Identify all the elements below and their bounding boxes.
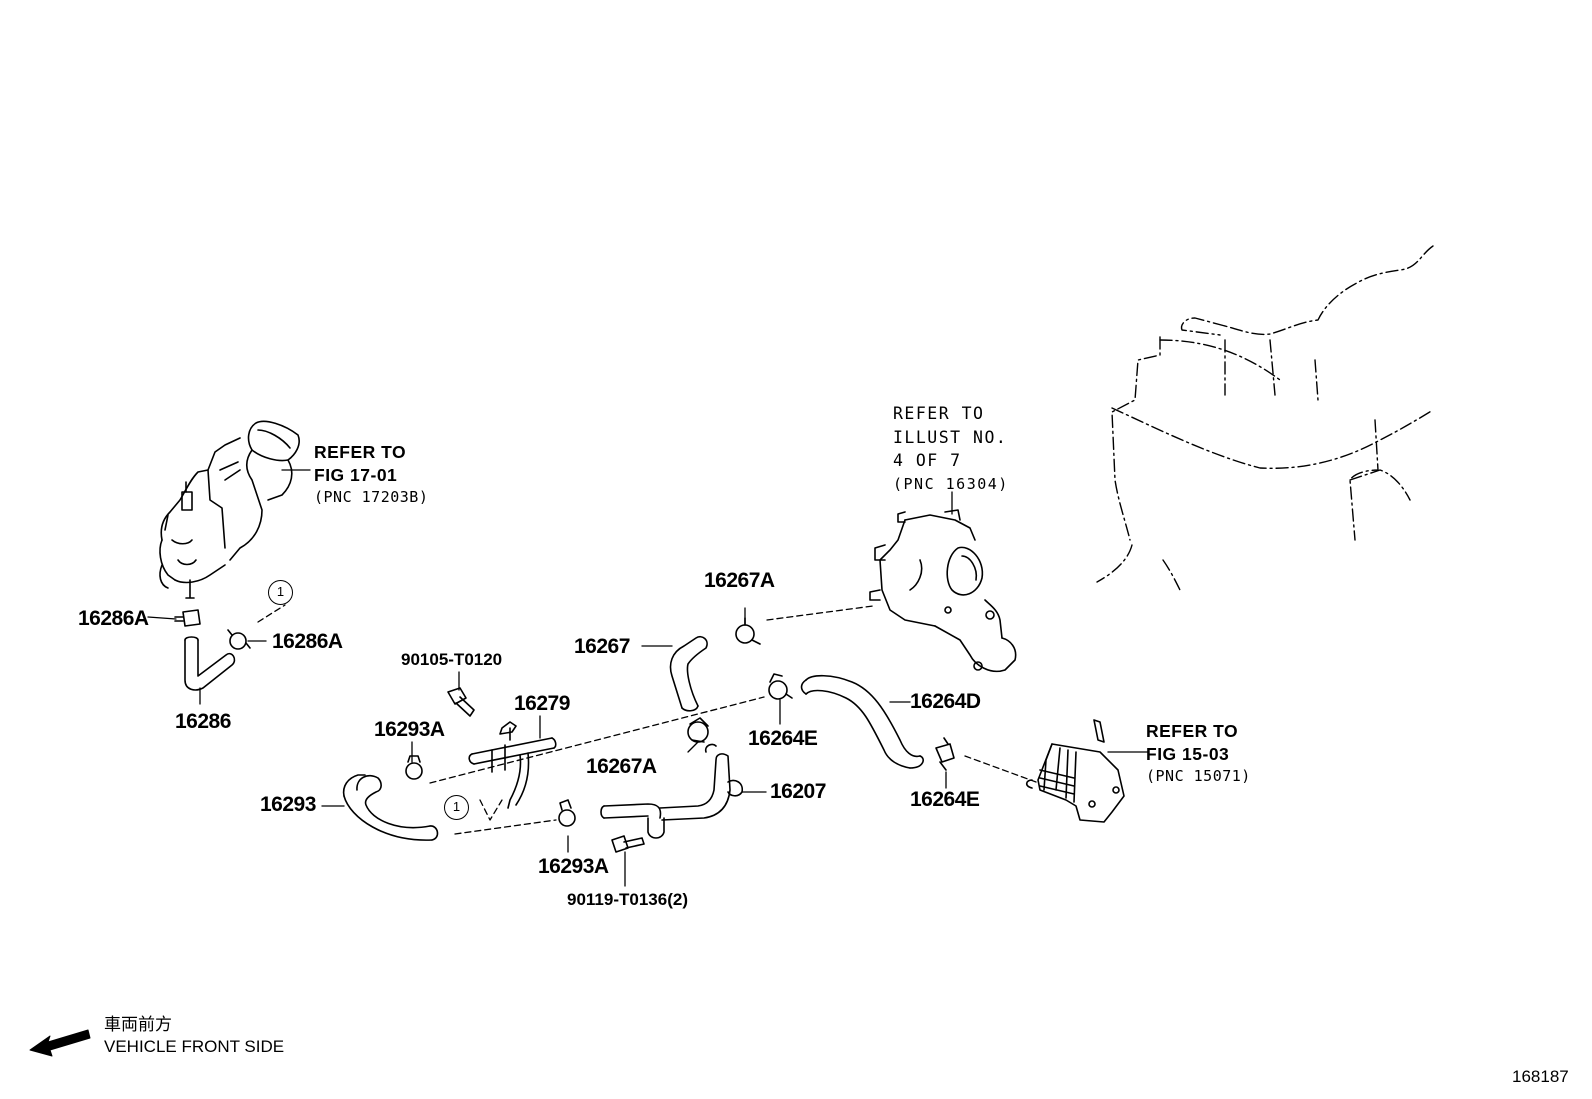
callout-16293A-lower: 16293A: [538, 855, 609, 878]
reference-line: REFER TO: [314, 442, 407, 462]
clamp-16286A-right-icon: [227, 629, 251, 650]
hose-16286: [184, 636, 236, 691]
clamp-16293A-lower-icon: [558, 799, 576, 827]
reference-fig-17-01: REFER TO FIG 17-01 (PNC 17203B): [314, 441, 428, 509]
reference-line: REFER TO: [1146, 721, 1239, 741]
connection-lines: [257, 604, 1037, 835]
reference-line: FIG 15-03: [1146, 743, 1230, 764]
callout-16293: 16293: [260, 793, 316, 816]
clamp-16264E-lower-icon: [935, 737, 955, 771]
callout-16286: 16286: [175, 710, 231, 733]
clamp-16286A-left-icon: [174, 609, 201, 627]
engine-block-outline: [1096, 245, 1434, 591]
pipe-16279: [468, 721, 557, 809]
hose-16264D: [800, 674, 924, 769]
reference-illust-4-of-7: REFER TO ILLUST NO. 4 OF 7 (PNC 16304): [893, 402, 1009, 496]
hose-16293: [342, 774, 439, 841]
callout-16267A-upper: 16267A: [704, 569, 775, 592]
callout-16207: 16207: [770, 780, 826, 803]
circle-marker-1-upper: 1: [268, 580, 293, 605]
air-intake-assembly: [159, 420, 300, 599]
callout-16264E-lower: 16264E: [910, 788, 980, 811]
callout-16267A-lower: 16267A: [586, 755, 657, 778]
clamp-16267A-upper-icon: [735, 617, 761, 645]
clamp-16293A-upper-icon: [405, 755, 423, 780]
hose-16267: [669, 635, 708, 712]
pipe-16207: [600, 743, 744, 839]
vehicle-front-label: 車両前方 VEHICLE FRONT SIDE: [104, 1014, 284, 1058]
leader-lines: [147, 469, 1149, 887]
reference-line: 4 OF 7: [893, 451, 962, 470]
water-outlet-housing: [869, 509, 1017, 673]
reference-line: (PNC 16304): [893, 474, 1009, 493]
callout-16279: 16279: [514, 692, 570, 715]
clamp-16267A-lower-icon: [687, 717, 709, 743]
reference-fig-15-03: REFER TO FIG 15-03 (PNC 15071): [1146, 720, 1251, 788]
callout-16264D: 16264D: [910, 690, 981, 713]
bolt-90119-T0136-icon: [611, 835, 645, 853]
reference-line: FIG 17-01: [314, 464, 398, 485]
callout-90119-T0136: 90119-T0136(2): [567, 890, 688, 909]
callout-16267: 16267: [574, 635, 630, 658]
reference-line: ILLUST NO.: [893, 427, 1008, 447]
bolt-90105-T0120-icon: [447, 687, 475, 717]
callout-16286A-right: 16286A: [272, 630, 343, 653]
left-down-arrow-icon: [29, 1029, 91, 1057]
vehicle-front-en: VEHICLE FRONT SIDE: [104, 1037, 285, 1056]
reference-line: (PNC 15071): [1146, 767, 1251, 785]
reference-line: REFER TO: [893, 404, 985, 423]
circle-marker-1-lower: 1: [444, 795, 469, 820]
callout-16264E-upper: 16264E: [748, 727, 818, 750]
vehicle-front-jp: 車両前方: [104, 1015, 172, 1034]
oil-cooler: [1025, 719, 1125, 823]
clamp-16264E-upper-icon: [768, 673, 793, 700]
diagram-id: 168187: [1512, 1067, 1569, 1086]
callout-16293A-upper: 16293A: [374, 718, 445, 741]
callout-16286A-left: 16286A: [78, 607, 149, 630]
reference-line: (PNC 17203B): [314, 488, 429, 506]
callout-90105-T0120: 90105-T0120: [401, 650, 503, 669]
